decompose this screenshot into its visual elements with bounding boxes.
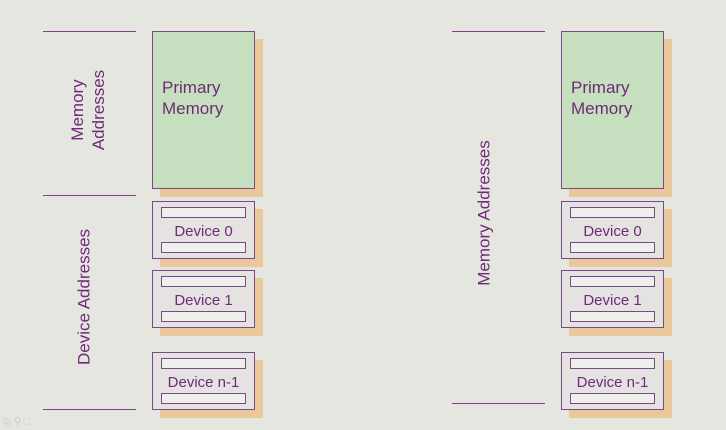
faint-player-controls[interactable]: ◎⚲□ xyxy=(2,415,32,428)
right-memory-addresses-label: Memory Addresses xyxy=(474,140,494,286)
left-primary-memory-box: Primary Memory xyxy=(152,31,255,189)
left-device-n-1-top-register xyxy=(161,358,246,369)
right-bottom-boundary-line xyxy=(452,403,545,404)
left-memory-addresses-label: Memory Addresses xyxy=(68,69,108,151)
left-device-0-bottom-register xyxy=(161,242,246,253)
left-device-1-top-register xyxy=(161,276,246,287)
left-middle-boundary-line xyxy=(43,195,136,196)
right-device-0-top-register xyxy=(570,207,655,218)
right-device-n-1-bottom-register xyxy=(570,393,655,404)
right-device-1-box: Device 1 xyxy=(561,270,664,328)
left-bottom-boundary-line xyxy=(43,409,136,410)
left-device-0-box: Device 0 xyxy=(152,201,255,259)
left-primary-memory-label: Primary Memory xyxy=(162,78,224,118)
left-device-0-label: Device 0 xyxy=(174,223,233,240)
right-device-1-top-register xyxy=(570,276,655,287)
left-device-n-1-bottom-register xyxy=(161,393,246,404)
fullscreen-icon[interactable]: □ xyxy=(23,416,33,428)
right-device-n-1-top-register xyxy=(570,358,655,369)
right-device-1-bottom-register xyxy=(570,311,655,322)
left-device-0-top-register xyxy=(161,207,246,218)
right-device-0-box: Device 0 xyxy=(561,201,664,259)
right-device-n-1-label: Device n-1 xyxy=(576,374,649,391)
right-device-n-1-box: Device n-1 xyxy=(561,352,664,410)
left-device-1-box: Device 1 xyxy=(152,270,255,328)
right-top-boundary-line xyxy=(452,31,545,32)
left-device-addresses-label: Device Addresses xyxy=(74,228,94,366)
left-device-n-1-box: Device n-1 xyxy=(152,352,255,410)
left-device-n-1-label: Device n-1 xyxy=(167,374,240,391)
right-device-1-label: Device 1 xyxy=(583,292,642,309)
right-device-0-label: Device 0 xyxy=(583,223,642,240)
right-primary-memory-label: Primary Memory xyxy=(571,78,633,118)
left-top-boundary-line xyxy=(43,31,136,32)
right-primary-memory-box: Primary Memory xyxy=(561,31,664,189)
search-icon[interactable]: ⚲ xyxy=(13,416,24,428)
left-device-1-label: Device 1 xyxy=(174,292,233,309)
right-device-0-bottom-register xyxy=(570,242,655,253)
left-device-1-bottom-register xyxy=(161,311,246,322)
zoom-icon[interactable]: ◎ xyxy=(2,416,14,428)
